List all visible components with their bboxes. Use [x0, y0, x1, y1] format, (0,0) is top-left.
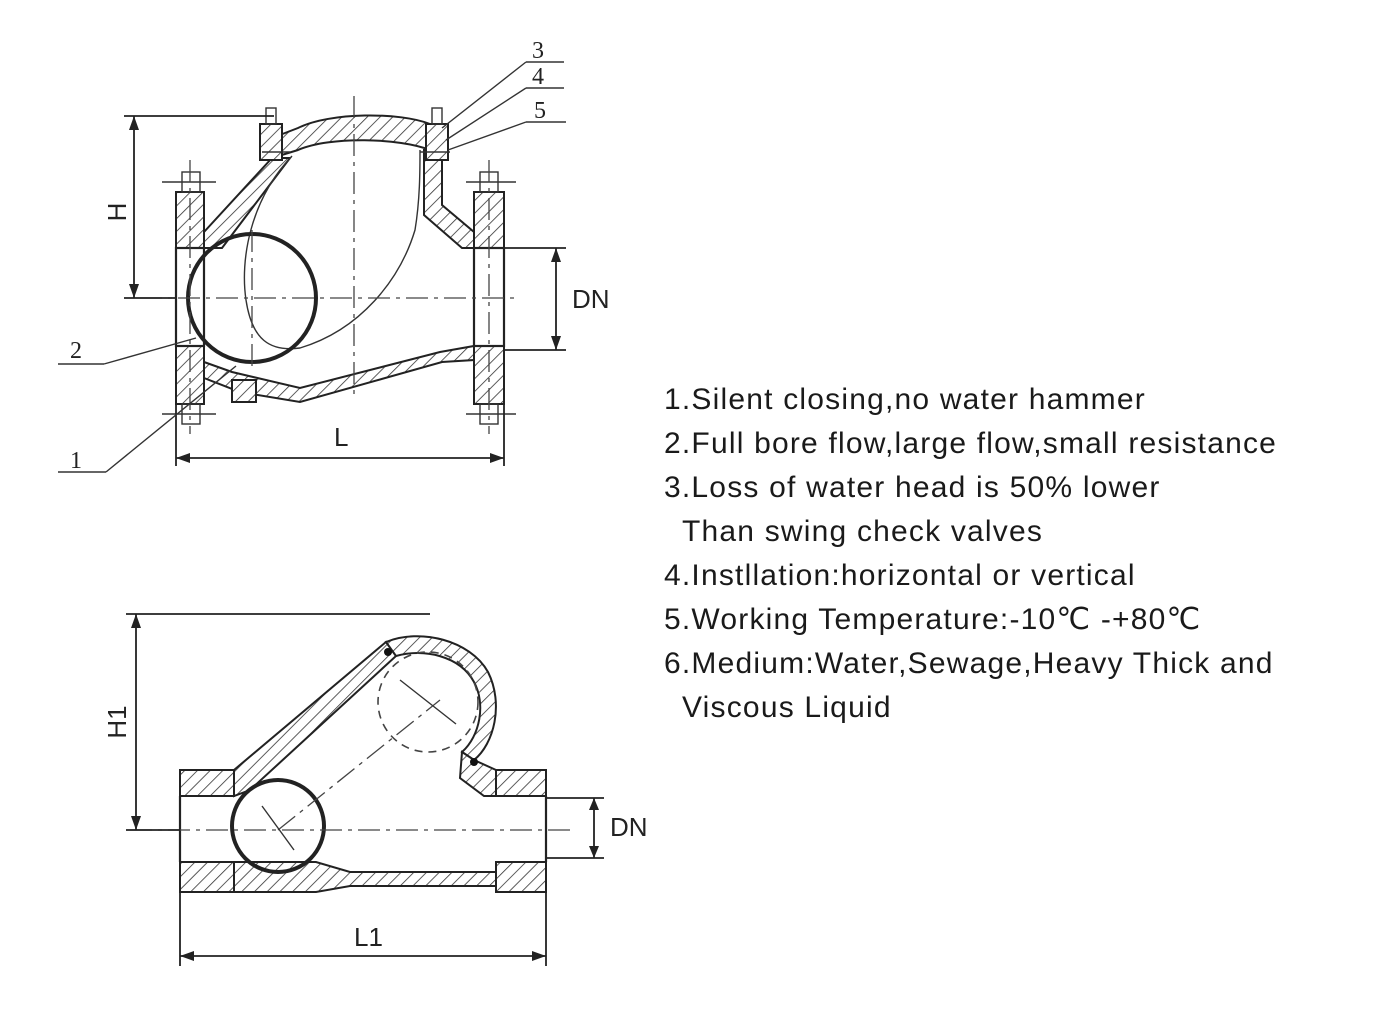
dim-h: H — [102, 115, 274, 299]
feature-item: 1.Silent closing,no water hammer — [664, 383, 1146, 416]
dim-l1-label: L1 — [354, 922, 383, 952]
dim-h-label: H — [102, 203, 132, 222]
dim-l-label: L — [334, 422, 348, 452]
dim-dn-top-label: DN — [572, 284, 610, 314]
part-number-3: 3 — [532, 38, 544, 64]
part-number-4: 4 — [532, 64, 544, 90]
part-number-1: 1 — [70, 448, 82, 474]
feature-item: 6.Medium:Water,Sewage,Heavy Thick and — [664, 647, 1274, 680]
feature-list: 1.Silent closing,no water hammer 2.Full … — [664, 378, 1277, 730]
dim-dn-top: DN — [504, 247, 610, 351]
dim-h1-label: H1 — [102, 705, 132, 738]
bottom-ball — [230, 778, 326, 874]
feature-item: 4.Instllation:horizontal or vertical — [664, 559, 1136, 592]
flanged-valve-drawing: H DN L 3 — [58, 38, 610, 474]
valve-body — [203, 107, 475, 404]
feature-item: 5.Working Temperature:-10℃ -+80℃ — [664, 603, 1202, 636]
dim-dn-bottom: DN — [546, 797, 648, 859]
feature-item-continuation: Than swing check valves — [682, 515, 1044, 548]
dim-dn-bottom-label: DN — [610, 812, 648, 842]
threaded-valve-drawing: H1 DN L1 — [102, 613, 648, 966]
dim-l1: L1 — [179, 892, 547, 966]
dim-l: L — [175, 404, 505, 466]
feature-item-continuation: Viscous Liquid — [682, 691, 892, 724]
part-number-5: 5 — [534, 98, 546, 124]
dim-h1: H1 — [102, 613, 430, 831]
part-callouts: 3 4 5 2 1 — [58, 38, 566, 474]
feature-item: 2.Full bore flow,large flow,small resist… — [664, 427, 1278, 460]
feature-item: 3.Loss of water head is 50% lower — [664, 471, 1161, 504]
part-number-2: 2 — [70, 338, 82, 364]
